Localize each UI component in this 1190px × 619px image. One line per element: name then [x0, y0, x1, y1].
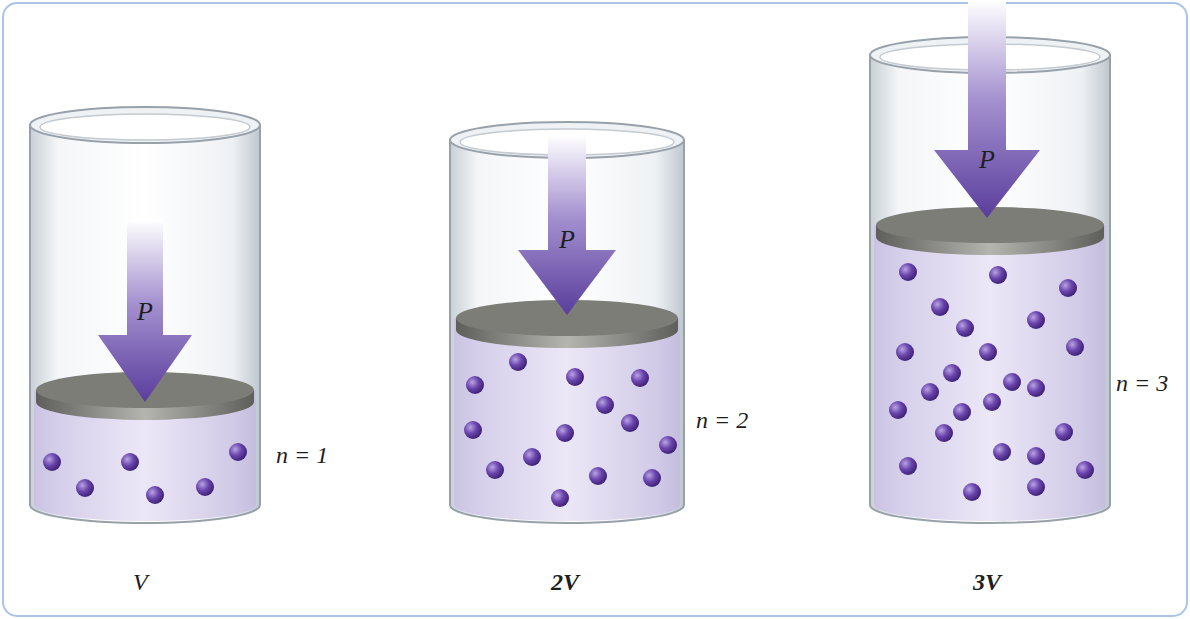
volume-label: 3V — [973, 570, 1001, 594]
volume-label: 2V — [551, 570, 579, 594]
moles-label: n = 2 — [696, 408, 748, 432]
cylinder-1 — [30, 107, 260, 523]
moles-label: n = 3 — [1116, 371, 1168, 395]
cylinder-3 — [870, 0, 1110, 523]
moles-label: n = 1 — [276, 443, 328, 467]
volume-label: V — [133, 570, 148, 594]
pressure-label: P — [137, 299, 153, 325]
cylinder-2 — [450, 122, 684, 523]
pressure-label: P — [559, 227, 575, 253]
pressure-label: P — [979, 147, 995, 173]
